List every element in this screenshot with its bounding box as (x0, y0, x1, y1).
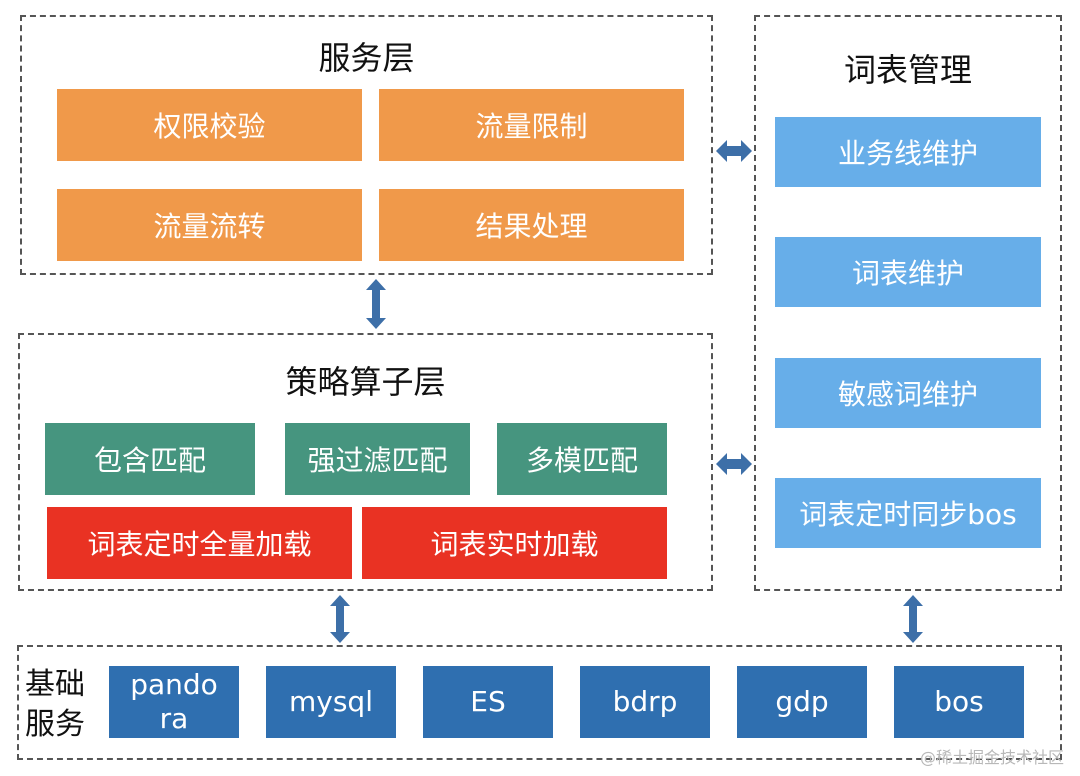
service-item-result-handling: 结果处理 (379, 189, 684, 261)
strategy-layer-title: 策略算子层 (285, 363, 446, 401)
vocab-item-sensitive-words: 敏感词维护 (775, 358, 1041, 428)
arrow-vocab-basic (903, 595, 923, 643)
basic-item-mysql: mysql (266, 666, 396, 738)
basic-item-pandora: pando ra (109, 666, 239, 738)
vocab-mgmt-panel (754, 15, 1062, 591)
service-item-traffic-routing: 流量流转 (57, 189, 362, 261)
strategy-item-multi-pattern-match: 多模匹配 (497, 423, 667, 495)
strategy-item-realtime-load: 词表实时加载 (362, 507, 667, 579)
basic-item-bos: bos (894, 666, 1024, 738)
arrow-service-strategy (366, 279, 386, 329)
vocab-mgmt-title: 词表管理 (843, 51, 972, 89)
vocab-item-vocab-maintenance: 词表维护 (775, 237, 1041, 307)
strategy-item-strong-filter-match: 强过滤匹配 (285, 423, 470, 495)
arrow-strategy-basic (330, 595, 350, 643)
service-item-permission-check: 权限校验 (57, 89, 362, 161)
service-item-rate-limit: 流量限制 (379, 89, 684, 161)
service-layer-panel (20, 15, 713, 275)
strategy-item-contain-match: 包含匹配 (45, 423, 255, 495)
arrow-strategy-vocab (716, 453, 752, 475)
basic-services-panel (17, 645, 1062, 760)
watermark: @稀土掘金技术社区 (919, 748, 1064, 767)
vocab-item-business-line: 业务线维护 (775, 117, 1041, 187)
basic-item-bdrp: bdrp (580, 666, 710, 738)
basic-services-label-line2: 服务 (25, 707, 85, 742)
strategy-item-scheduled-full-load: 词表定时全量加载 (47, 507, 352, 579)
basic-item-gdp: gdp (737, 666, 867, 738)
service-layer-title: 服务层 (318, 39, 415, 77)
strategy-layer-panel (18, 333, 713, 591)
basic-item-es: ES (423, 666, 553, 738)
basic-services-label: 基础 服务 (25, 665, 85, 745)
arrow-service-vocab (716, 140, 752, 162)
basic-services-label-line1: 基础 (25, 667, 85, 702)
vocab-item-sync-bos: 词表定时同步bos (775, 478, 1041, 548)
